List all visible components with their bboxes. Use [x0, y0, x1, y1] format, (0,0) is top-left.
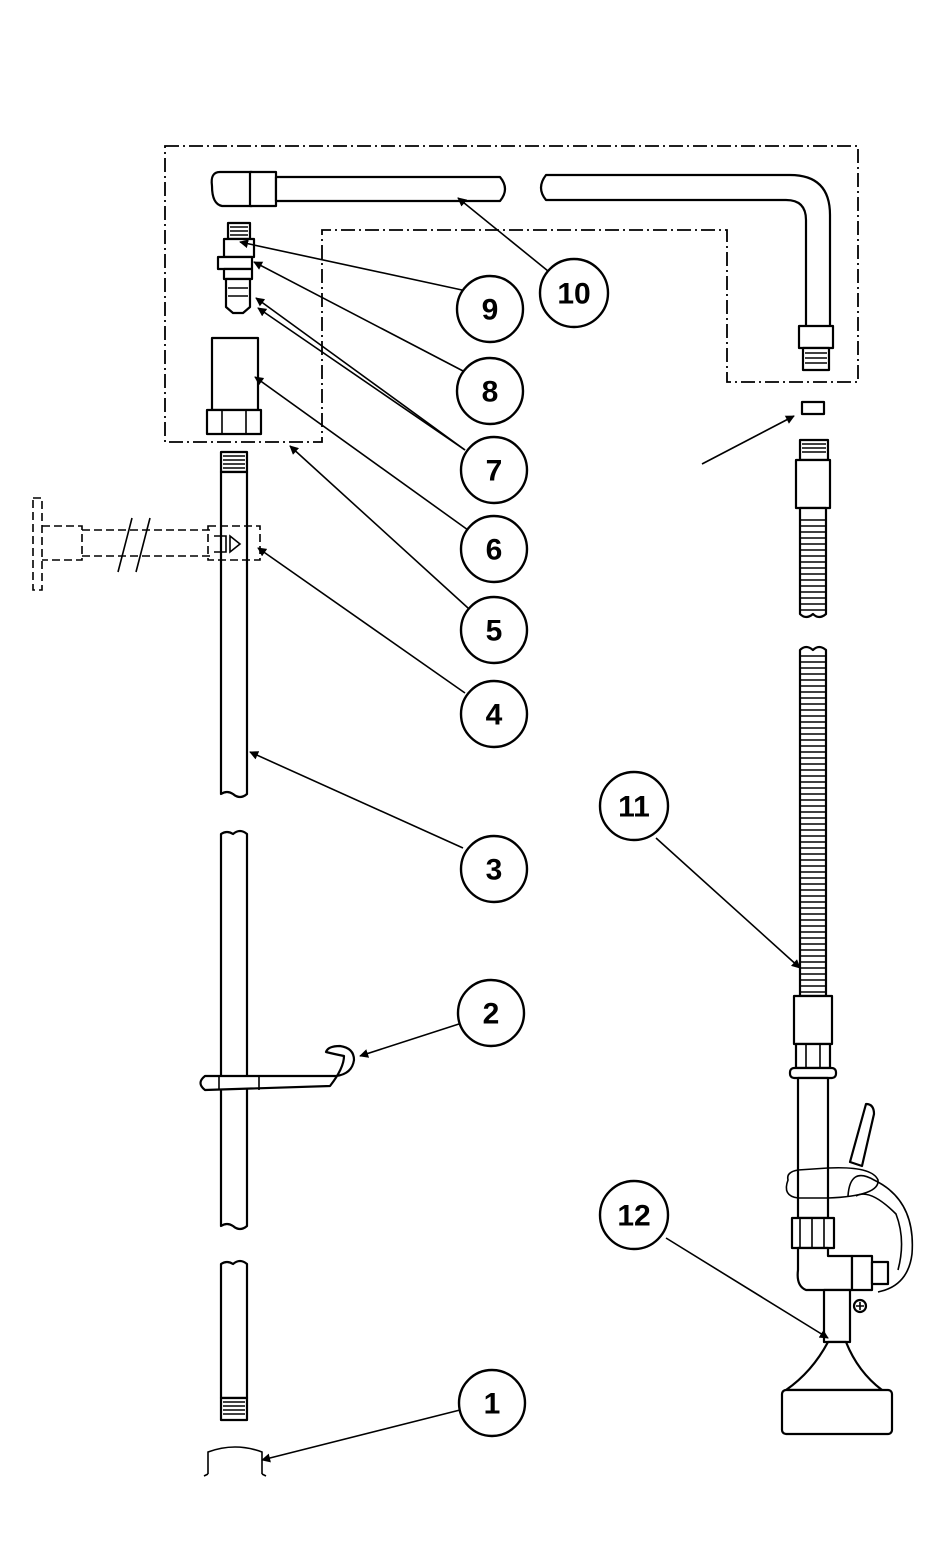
- riser-pipe-middle: [221, 831, 247, 1229]
- callout-4: 4: [461, 681, 527, 747]
- callout-6: 6: [461, 516, 527, 582]
- callout-10: 10: [540, 259, 608, 327]
- flexible-hose-part: [790, 508, 836, 1078]
- callout-8-label: 8: [482, 376, 499, 409]
- hex-adapter-part: [207, 338, 261, 434]
- callout-7-label: 7: [486, 455, 503, 488]
- hose-nut-part: [796, 440, 830, 508]
- callout-3-label: 3: [486, 854, 503, 887]
- callout-11-label: 11: [618, 791, 650, 824]
- callout-8: 8: [457, 358, 523, 424]
- callout-9-label: 9: [482, 294, 499, 327]
- leader-lines: [240, 198, 828, 1460]
- callout-1-label: 1: [484, 1388, 501, 1421]
- inlet-fitting-part: [218, 223, 254, 313]
- base-flange-part: [204, 1447, 266, 1476]
- spray-valve-part: [782, 1078, 912, 1434]
- callout-1: 1: [459, 1370, 525, 1436]
- callout-6-label: 6: [486, 534, 503, 567]
- callout-12-label: 12: [617, 1200, 650, 1233]
- callout-7: 7: [461, 437, 527, 503]
- callout-2-label: 2: [483, 998, 500, 1031]
- callout-5-label: 5: [486, 615, 503, 648]
- riser-pipe-bottom: [221, 1261, 247, 1420]
- callout-11: 11: [600, 772, 668, 840]
- callout-5: 5: [461, 597, 527, 663]
- callout-2: 2: [458, 980, 524, 1046]
- callout-3: 3: [461, 836, 527, 902]
- callout-10-label: 10: [557, 278, 590, 311]
- riser-pipe-part: [221, 452, 247, 797]
- callout-4-label: 4: [486, 699, 503, 732]
- washer-part: [802, 402, 824, 414]
- callout-9: 9: [457, 276, 523, 342]
- callout-12: 12: [600, 1181, 668, 1249]
